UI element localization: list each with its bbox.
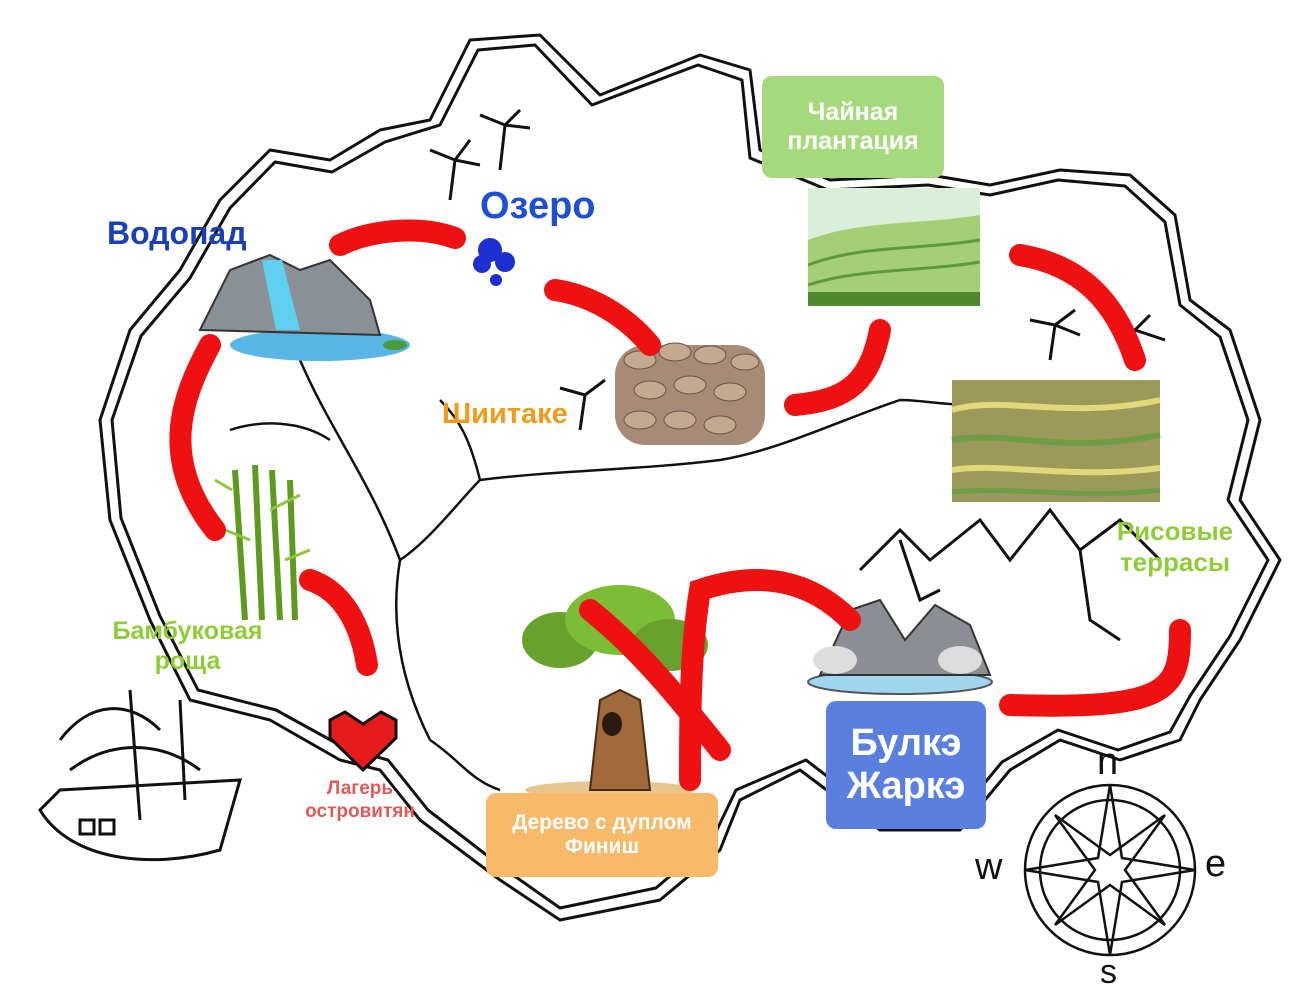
compass-east: e: [1205, 843, 1227, 885]
palm-tree-icon: [429, 108, 1166, 431]
waterfall-icon: [198, 253, 410, 361]
lake-label: Озеро: [480, 185, 596, 227]
bamboo-grove-label: Бамбуковая роща: [95, 616, 280, 676]
camp-label-line1: Лагерь: [326, 778, 394, 799]
compass-rose-icon: [1023, 783, 1197, 957]
bamboo-label-line2: роща: [154, 647, 221, 675]
hotspring-label-line1: Булкэ: [850, 722, 962, 764]
compass-north: n: [1097, 741, 1119, 783]
camp-label-line2: островитян: [305, 800, 415, 822]
tree-label-line1: Дерево с дуплом: [512, 811, 692, 834]
mountains: [858, 507, 1162, 642]
heart-icon: [328, 710, 398, 773]
ship-icon: [38, 689, 243, 862]
trails: [229, 359, 1001, 792]
waterfall-label: Водопад: [107, 215, 247, 251]
lake-icon: [473, 238, 515, 286]
tea-plantation-label: Чайная плантация: [762, 76, 944, 178]
rice-terraces-label: Рисовые террасы: [1090, 516, 1260, 578]
route-path: [169, 219, 1191, 791]
bamboo-icon: [214, 464, 311, 621]
tea-label-line1: Чайная: [807, 98, 899, 126]
rice-label-line2: террасы: [1119, 547, 1231, 578]
rice-label-line1: Рисовые: [1116, 516, 1234, 546]
shiitake-label: Шиитаке: [442, 398, 568, 430]
compass-west: w: [975, 846, 1003, 888]
tea-field-icon: [807, 188, 981, 306]
rice-terrace-icon: [951, 380, 1161, 502]
hotspring-label-line2: Жаркэ: [846, 765, 966, 807]
tea-label-line2: плантация: [787, 127, 919, 155]
compass-south: s: [1100, 953, 1117, 991]
tree-label-line2: Финиш: [565, 835, 639, 858]
mushroom-icon: [615, 342, 765, 445]
hot-spring-icon: [807, 598, 993, 695]
finish-tree-label: Дерево с дуплом Финиш: [486, 793, 718, 877]
islander-camp-label: Лагерь островитян: [285, 778, 435, 824]
bamboo-label-line1: Бамбуковая: [112, 617, 263, 645]
hot-spring-label: Булкэ Жаркэ: [826, 701, 986, 829]
